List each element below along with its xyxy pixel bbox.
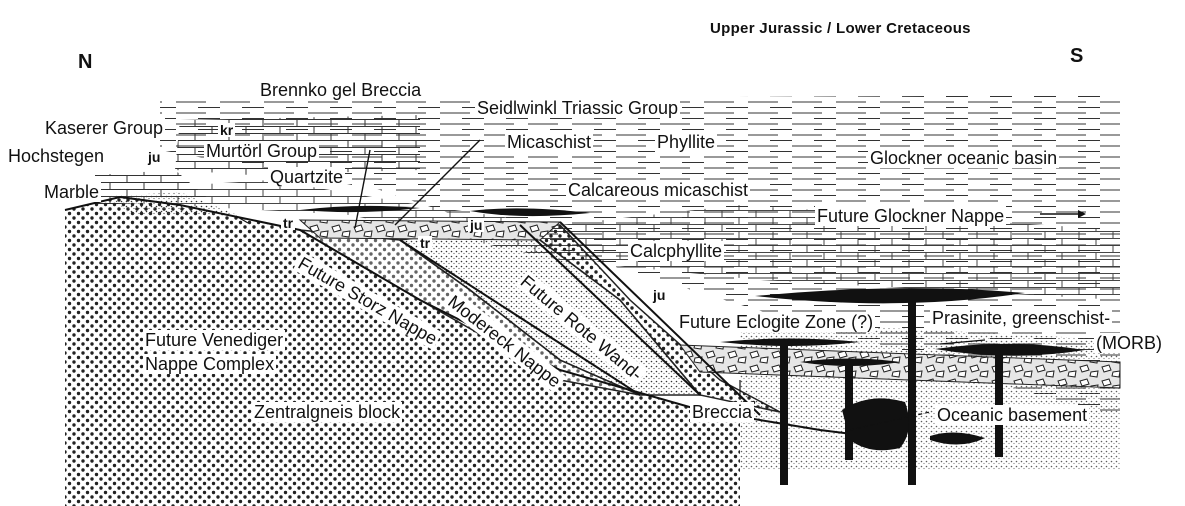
label-ju-right: ju [651,288,667,302]
label-tr-mid: tr [418,236,432,250]
label-prasinite: Prasinite, greenschist- [930,308,1112,328]
label-seidlwinkl-group: Seidlwinkl Triassic Group [475,98,680,118]
dike-3 [908,300,916,485]
dike-1 [780,345,788,485]
label-ju-mid: ju [468,218,484,232]
label-ju-left: ju [146,150,162,164]
label-oceanic-basement: Oceanic basement [935,405,1089,425]
diagram-title: Upper Jurassic / Lower Cretaceous [710,21,971,36]
label-hochstegen: Hochstegen [6,146,106,166]
label-micaschist: Micaschist [505,132,593,152]
label-future-eclogite-zone: Future Eclogite Zone (?) [677,312,875,332]
label-marble: Marble [42,182,101,202]
label-calcareous-micaschist: Calcareous micaschist [566,180,750,200]
label-future-glockner-nappe: Future Glockner Nappe [815,206,1006,226]
label-morb: (MORB) [1094,333,1164,353]
label-breccia: Breccia [690,402,754,422]
north-label: N [78,52,92,72]
south-label: S [1070,46,1083,66]
label-brennkogel-breccia: Brennko gel Breccia [258,80,423,100]
label-kr: kr [218,123,235,137]
label-murtoerl-group: Murtörl Group [204,141,319,161]
label-calcphyllite: Calcphyllite [628,241,724,261]
label-zentralgneis-block: Zentralgneis block [252,402,402,422]
label-kaserer-group: Kaserer Group [43,118,165,138]
label-phyllite: Phyllite [655,132,717,152]
label-nappe-complex: Nappe Complex [143,354,276,374]
label-quartzite: Quartzite [268,167,345,187]
label-glockner-basin: Glockner oceanic basin [868,148,1059,168]
label-future-venediger: Future Venediger [143,330,285,350]
label-tr-left: tr [281,216,295,230]
